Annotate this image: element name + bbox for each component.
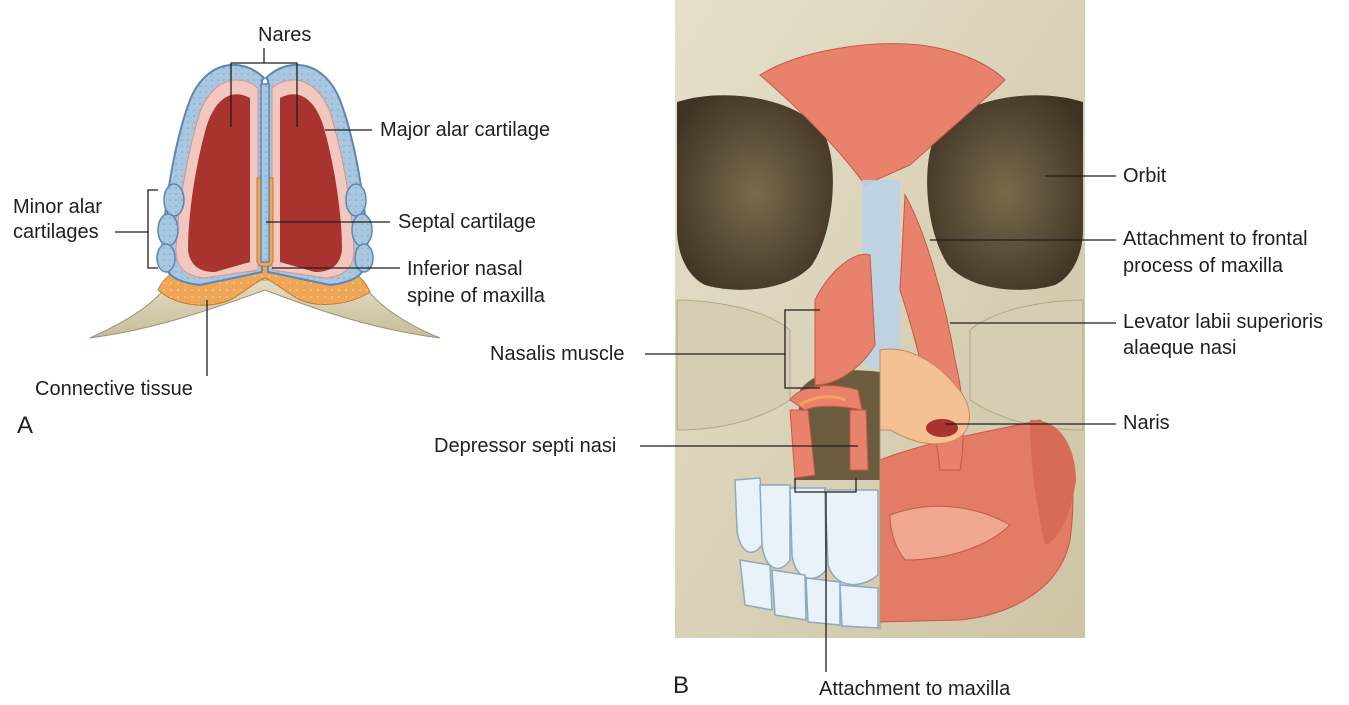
depressor-right [849,409,869,471]
panel-b-leaders [640,175,1116,672]
minor-alar-cartilages-shapes [156,183,374,273]
label-inferior-nasal-line1: Inferior nasal [407,258,523,280]
depressor-left [789,409,816,479]
maxilla-bone-base [89,279,441,339]
label-attach-frontal-line2: process of maxilla [1123,255,1284,277]
nares-cavities [188,94,342,272]
procerus-muscle [759,43,1006,186]
lips [889,505,1011,561]
label-nasalis-muscle: Nasalis muscle [490,343,625,365]
label-major-alar-cartilage: Major alar cartilage [380,119,551,141]
minor-alar-bracket [147,189,158,269]
label-connective-tissue: Connective tissue [35,378,193,400]
naris-opening [926,419,958,437]
panel-letter-b: B [673,672,690,699]
label-depressor-septi-nasi: Depressor septi nasi [434,435,617,457]
skull-illustration [675,0,1085,638]
panel-letter-a: A [17,412,34,439]
label-minor-alar-line1: Minor alar [13,196,102,218]
label-attachment-to-maxilla: Attachment to maxilla [819,678,1011,700]
right-orbit [927,95,1083,290]
label-levator-line1: Levator labii superioris [1123,311,1324,333]
label-minor-alar-line2: cartilages [13,221,99,243]
label-naris: Naris [1123,412,1170,434]
label-levator-line2: alaeque nasi [1123,337,1237,359]
nasalis-muscle-shape [814,253,876,386]
nasalis-bracket [784,309,820,389]
label-nares: Nares [258,24,312,46]
teeth [734,477,879,629]
panel-a-leaders [115,48,400,376]
left-orbit [677,95,833,290]
label-orbit: Orbit [1123,165,1167,187]
label-attach-frontal-line1: Attachment to frontal [1123,228,1308,250]
label-inferior-nasal-line2: spine of maxilla [407,285,545,307]
septal-cartilage-shape [256,83,274,267]
label-septal-cartilage: Septal cartilage [398,211,536,233]
